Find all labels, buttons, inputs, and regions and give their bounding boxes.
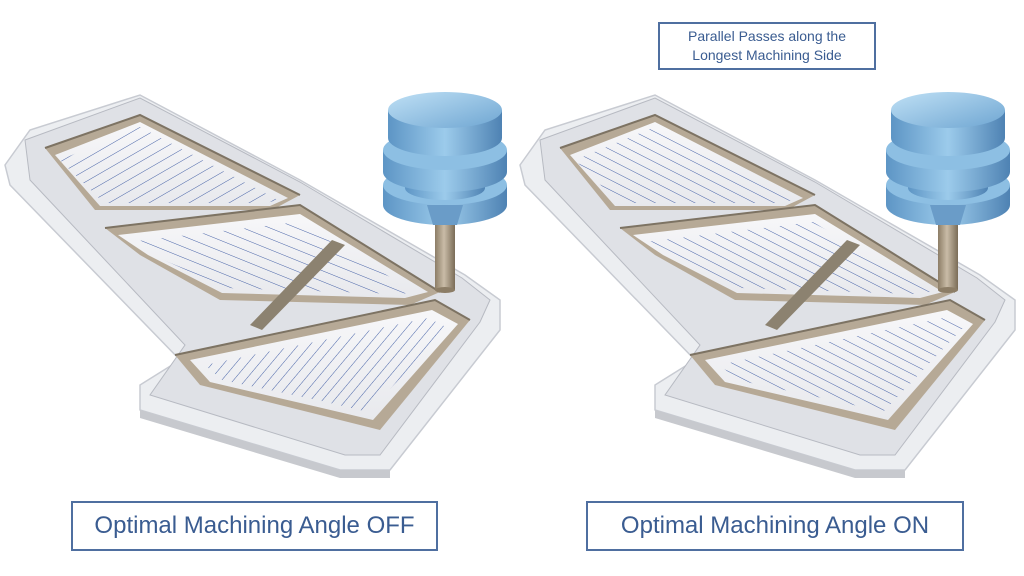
left-part (4, 94, 501, 478)
callout-line-1: Parallel Passes along the (688, 28, 846, 44)
caption-angle-on: Optimal Machining Angle ON (586, 501, 964, 551)
caption-angle-off: Optimal Machining Angle OFF (71, 501, 438, 551)
right-part (519, 94, 1016, 478)
callout-box: Parallel Passes along the Longest Machin… (658, 22, 876, 70)
callout-line-2: Longest Machining Side (692, 47, 842, 63)
